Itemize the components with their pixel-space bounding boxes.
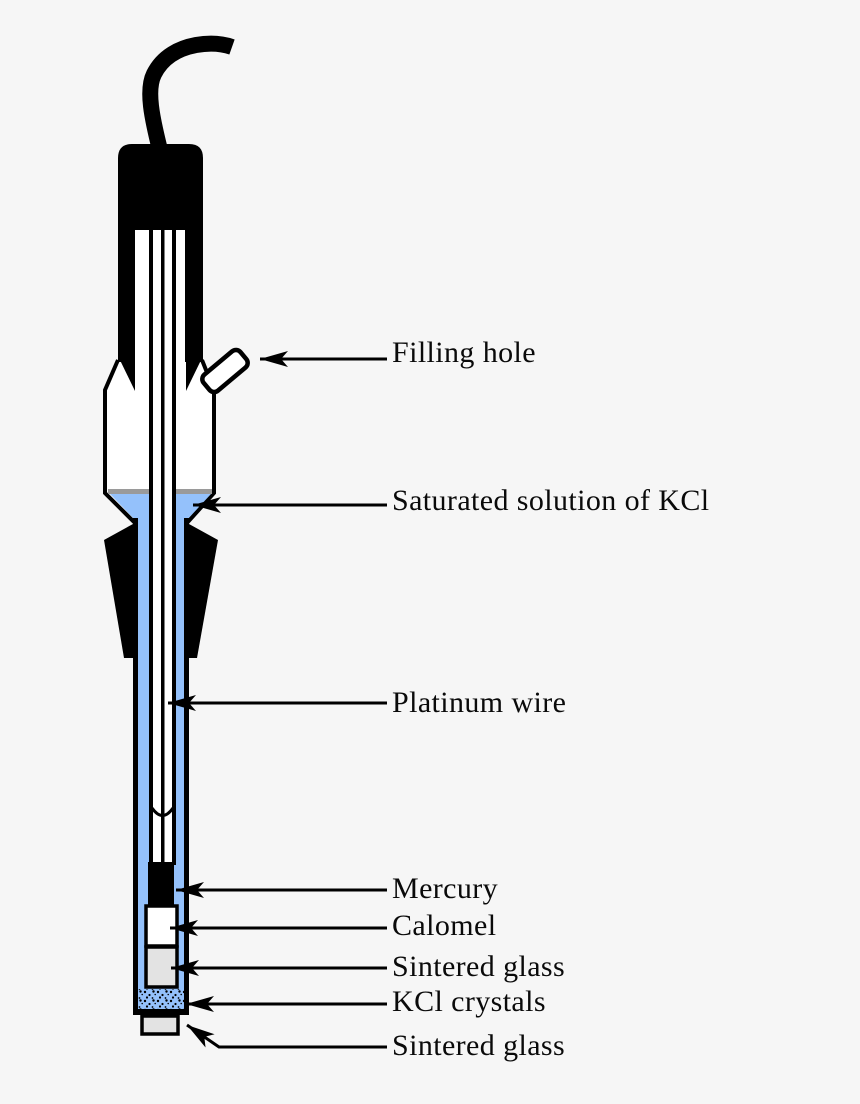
inner-tube-seal-arc bbox=[150, 807, 175, 817]
label-mercury: Mercury bbox=[392, 872, 499, 905]
inner-tube-wall-right bbox=[172, 230, 176, 865]
filling-hole bbox=[200, 347, 250, 395]
inner-tube-wall-left bbox=[149, 230, 153, 865]
cap-wedge-right bbox=[186, 356, 203, 391]
calomel bbox=[144, 904, 179, 948]
mercury bbox=[148, 862, 174, 905]
cap-wedge-left bbox=[118, 356, 135, 391]
lead-cable bbox=[142, 35, 235, 152]
platinum-wire bbox=[161, 230, 165, 866]
label-sintered-glass-upper: Sintered glass bbox=[392, 950, 566, 983]
label-sintered-glass-bottom: Sintered glass bbox=[392, 1029, 566, 1062]
outer-tube-bottom bbox=[133, 1009, 189, 1015]
arrow-sintered-glass-bottom bbox=[186, 1023, 387, 1049]
glass-body-outline-left bbox=[103, 359, 138, 526]
label-kcl-solution: Saturated solution of KCl bbox=[392, 484, 710, 517]
label-platinum-wire: Platinum wire bbox=[392, 686, 567, 719]
kcl-crystals bbox=[137, 989, 185, 1010]
outer-tube-wall-left bbox=[133, 518, 138, 1014]
sintered-glass-bottom bbox=[140, 1014, 180, 1036]
label-calomel: Calomel bbox=[392, 909, 497, 942]
label-filling-hole: Filling hole bbox=[392, 336, 536, 369]
label-kcl-crystals: KCl crystals bbox=[392, 985, 546, 1018]
outer-tube-wall-right bbox=[184, 518, 189, 1014]
